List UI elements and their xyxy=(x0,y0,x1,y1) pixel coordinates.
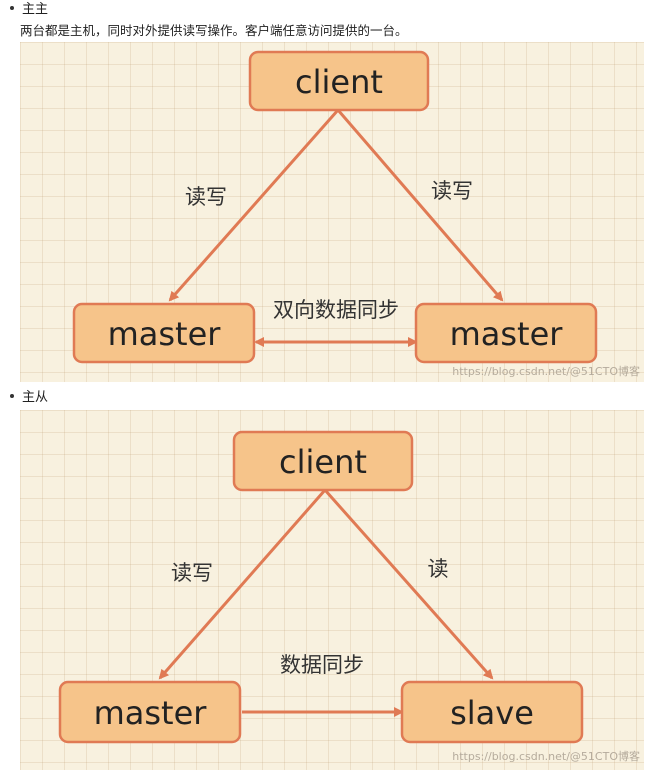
edge-label-right: 读 xyxy=(428,557,449,581)
node-client-label: client xyxy=(279,443,367,481)
edge-label-sync: 数据同步 xyxy=(280,653,364,677)
node-slave xyxy=(400,680,584,744)
edge-label-left: 读写 xyxy=(185,185,227,209)
edge-client-to-master-right xyxy=(336,109,504,302)
node-master-right xyxy=(414,302,598,364)
edge-label-right: 读写 xyxy=(431,179,473,203)
node-master xyxy=(58,680,242,744)
diagram-svg: client master slave 读写 读 数据同步 https://bl… xyxy=(58,430,640,763)
node-client xyxy=(232,430,414,492)
node-master-left xyxy=(72,302,256,364)
bullet-label: 主主 xyxy=(22,2,49,17)
bullet-label: 主从 xyxy=(22,390,49,405)
watermark: https://blog.csdn.net/@51CTO博客 xyxy=(452,364,640,378)
node-client-label: client xyxy=(295,63,383,101)
bullet-dot-icon xyxy=(10,394,14,398)
diagram-svg: client master master 读写 读写 双向数据同步 https:… xyxy=(72,50,640,378)
node-master-right-label: master xyxy=(450,315,564,353)
bullet-dot-icon xyxy=(10,6,14,10)
bullet-master-slave: 主从 xyxy=(6,390,48,406)
edge-label-sync: 双向数据同步 xyxy=(273,298,399,322)
edge-client-to-master-left xyxy=(168,109,340,302)
node-master-label: master xyxy=(94,694,208,732)
node-slave-label: slave xyxy=(450,694,534,732)
bullet-master-master: 主主 xyxy=(6,2,48,18)
watermark: https://blog.csdn.net/@51CTO博客 xyxy=(452,749,640,763)
node-client xyxy=(248,50,430,112)
edge-label-left: 读写 xyxy=(171,561,213,585)
edge-client-to-master xyxy=(158,489,327,680)
section-description: 两台都是主机，同时对外提供读写操作。客户端任意访问提供的一台。 xyxy=(20,23,408,38)
edge-client-to-slave xyxy=(323,489,494,680)
node-master-left-label: master xyxy=(108,315,222,353)
diagram-master-master: client master master 读写 读写 双向数据同步 https:… xyxy=(20,42,644,382)
diagram-master-slave: client master slave 读写 读 数据同步 https://bl… xyxy=(20,410,644,770)
